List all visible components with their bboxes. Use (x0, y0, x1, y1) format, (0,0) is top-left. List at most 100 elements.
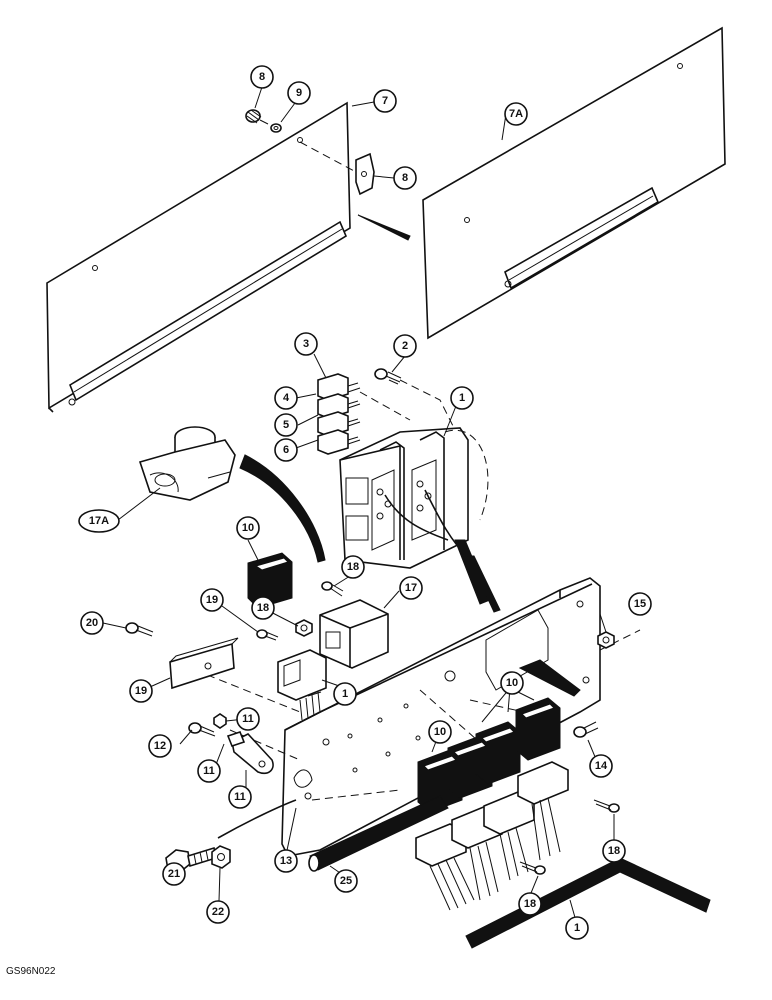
callout-7a: 7A (504, 102, 528, 126)
screw-20 (256, 629, 279, 641)
callout-20: 19 (200, 588, 224, 612)
callout-12-low: 11 (228, 785, 252, 809)
panel-join-arrow (357, 214, 411, 241)
screw-9 (245, 109, 269, 125)
callout-8: 8 (393, 166, 417, 190)
svg-text:21: 21 (168, 868, 180, 880)
screw-18-lower (519, 861, 546, 875)
svg-text:25: 25 (340, 875, 352, 887)
svg-text:4: 4 (283, 392, 290, 404)
callout-14: 13 (274, 849, 298, 873)
callout-1-mid: 1 (333, 682, 357, 706)
circuit-breakers (317, 373, 411, 455)
svg-text:19: 19 (135, 685, 147, 697)
svg-text:8: 8 (402, 172, 408, 184)
lower-leaders (194, 629, 641, 801)
callout-7: 7 (373, 89, 397, 113)
callout-21: 19 (129, 679, 153, 703)
svg-text:11: 11 (242, 713, 254, 725)
svg-text:7: 7 (382, 95, 388, 107)
callout-6: 6 (274, 438, 298, 462)
svg-text:22: 22 (212, 906, 224, 918)
callout-10: 9 (287, 81, 311, 105)
svg-text:6: 6 (283, 444, 289, 456)
callout-19: 18 (251, 596, 275, 620)
cover-panel-right (422, 26, 726, 340)
screw-15 (573, 721, 599, 738)
callout-24: 22 (206, 900, 230, 924)
svg-text:5: 5 (283, 419, 289, 431)
svg-text:3: 3 (303, 338, 309, 350)
svg-text:10: 10 (506, 677, 518, 689)
screw-2 (374, 368, 456, 431)
flasher-17 (319, 599, 389, 669)
harness-branch (518, 659, 581, 697)
panel-clip (299, 141, 375, 196)
svg-text:1: 1 (459, 392, 465, 404)
svg-text:7A: 7A (509, 108, 523, 120)
relay-socket-mid (277, 649, 327, 721)
washer-10 (270, 123, 282, 133)
screw-18-right (593, 799, 620, 813)
svg-text:18: 18 (524, 898, 536, 910)
callout-23: 21 (162, 862, 186, 886)
svg-text:13: 13 (280, 855, 292, 867)
svg-text:8: 8 (259, 71, 265, 83)
relay-bank (417, 697, 561, 813)
svg-text:15: 15 (634, 598, 646, 610)
callout-25: 25 (334, 869, 358, 893)
clamp-assembly (188, 713, 274, 775)
alarm-buzzer (138, 426, 236, 501)
svg-text:9: 9 (296, 87, 302, 99)
svg-text:1: 1 (574, 922, 580, 934)
callout-12-top: 11 (236, 707, 260, 731)
callout-22: 20 (80, 611, 104, 635)
callout-2: 2 (393, 334, 417, 358)
callout-3: 3 (294, 332, 318, 356)
bracket-plate-21 (169, 637, 239, 690)
callout-11-bank: 10 (500, 671, 524, 695)
screw-18-upper (321, 581, 344, 597)
relay-sockets (415, 761, 569, 911)
nut-19 (295, 619, 313, 637)
relay-11-upper (247, 552, 293, 609)
callout-9: 8 (250, 65, 274, 89)
callout-18-right: 18 (602, 839, 626, 863)
harness-upper (239, 454, 326, 563)
callout-18-lower: 18 (518, 892, 542, 916)
svg-text:20: 20 (86, 617, 98, 629)
cover-panel-left (46, 101, 351, 413)
svg-text:10: 10 (434, 726, 446, 738)
callout-13: 12 (148, 734, 172, 758)
svg-text:12: 12 (154, 740, 166, 752)
conduit-25 (308, 795, 449, 872)
svg-text:18: 18 (257, 602, 269, 614)
wire-loop (217, 799, 297, 839)
svg-text:17: 17 (405, 582, 417, 594)
svg-text:11: 11 (203, 765, 215, 777)
callout-18-upper: 18 (341, 555, 365, 579)
callout-1-bottom: 1 (565, 916, 589, 940)
svg-text:1: 1 (342, 688, 348, 700)
callout-4: 4 (274, 386, 298, 410)
svg-text:18: 18 (608, 845, 620, 857)
svg-text:19: 19 (206, 594, 218, 606)
callout-15: 14 (589, 754, 613, 778)
screw-22 (125, 622, 154, 637)
svg-text:18: 18 (347, 561, 359, 573)
figure-code: GS96N022 (6, 966, 56, 977)
svg-text:17A: 17A (89, 515, 109, 527)
callout-16: 15 (628, 592, 652, 616)
callout-11-left: 10 (428, 720, 452, 744)
harness-lower (465, 857, 711, 949)
svg-text:14: 14 (595, 760, 608, 772)
connector-block (339, 427, 501, 613)
callout-17: 17 (399, 576, 423, 600)
svg-text:11: 11 (234, 791, 246, 803)
callout-12-mid: 11 (197, 759, 221, 783)
callout-5: 5 (274, 413, 298, 437)
callout-1-top: 1 (450, 386, 474, 410)
svg-text:10: 10 (242, 522, 254, 534)
nut-16 (597, 631, 615, 649)
